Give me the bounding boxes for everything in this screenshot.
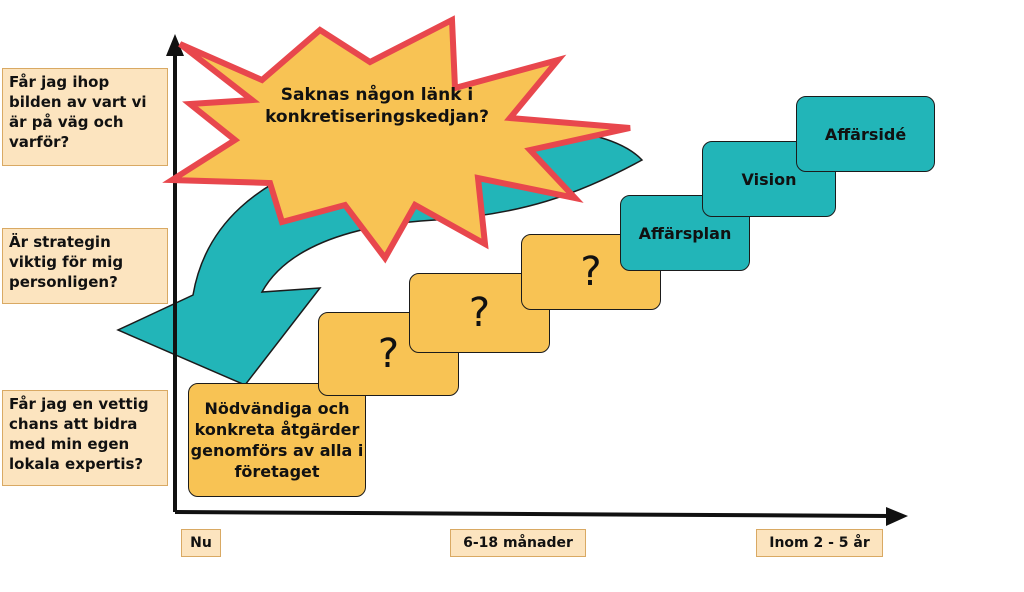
x-axis-arrowhead	[886, 507, 908, 526]
step-business-idea: Affärsidé	[796, 96, 935, 172]
starburst-shape	[162, 15, 631, 264]
unknown-mark: ?	[468, 290, 491, 336]
unknown-mark: ?	[580, 249, 602, 295]
step-concrete-actions-text: Nödvändiga och konkreta åtgärder genomfö…	[190, 399, 364, 481]
step-concrete-actions: Nödvändiga och konkreta åtgärder genomfö…	[188, 383, 366, 497]
burst-question: Saknas någon länk i konkretiseringskedja…	[265, 85, 489, 127]
step-business-idea-text: Affärsidé	[824, 124, 907, 144]
question-personal-importance: Är strategin viktig för mig personligen?	[2, 228, 168, 304]
timeline-2-5-years: Inom 2 - 5 år	[756, 529, 883, 557]
question-overview: Får jag ihop bilden av vart vi är på väg…	[2, 68, 168, 166]
x-axis	[174, 510, 891, 518]
y-axis-arrowhead	[166, 34, 184, 56]
unknown-mark: ?	[377, 331, 400, 377]
question-local-expertise: Får jag en vettig chans att bidra med mi…	[2, 390, 168, 486]
step-vision: Vision	[702, 141, 836, 217]
step-vision-text: Vision	[741, 169, 797, 189]
step-business-plan-text: Affärsplan	[638, 223, 732, 243]
timeline-now: Nu	[181, 529, 221, 557]
step-unknown-3: ?	[521, 234, 661, 310]
timeline-6-18-months: 6-18 månader	[450, 529, 586, 557]
